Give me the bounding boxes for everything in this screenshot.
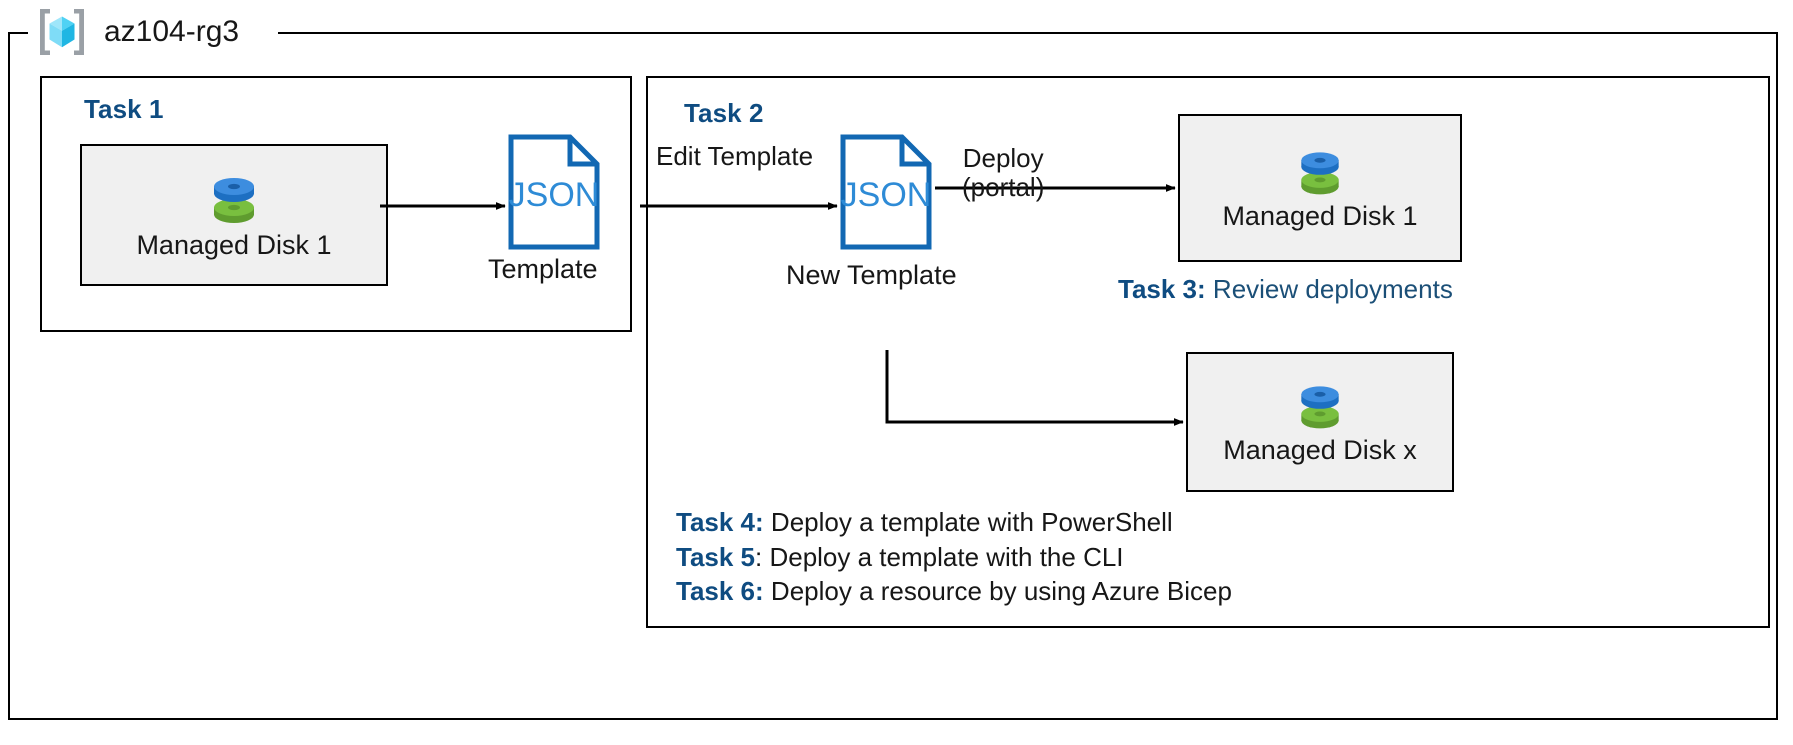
task-note-item: Task 6: Deploy a resource by using Azure… [676, 574, 1232, 609]
task-note-item: Task 4: Deploy a template with PowerShel… [676, 505, 1232, 540]
json-icon-text: JSON [841, 176, 932, 214]
task6-description: Deploy a resource by using Azure Bicep [770, 576, 1232, 607]
task2-new-template-caption: New Template [786, 260, 957, 290]
managed-disk-icon [1301, 152, 1339, 195]
bottom-strip [0, 737, 1793, 745]
resource-group-name: az104-rg3 [104, 15, 240, 48]
task3-note: Task 3: Review deployments [1118, 272, 1453, 307]
resource-group-container [8, 32, 1778, 720]
edge-label-deploy: Deploy (portal) [962, 143, 1045, 203]
task5-description: : Deploy a template with the CLI [755, 541, 1124, 572]
task4-description: Deploy a template with PowerShell [770, 507, 1173, 537]
resource-group-cube-icon [40, 9, 84, 55]
task-note-item: Task 5: Deploy a template with the CLI [676, 540, 1232, 575]
task2-deployed-disk-box: Managed Disk 1 [1178, 114, 1462, 262]
task2-panel [646, 76, 1770, 628]
json-icon-text: JSON [509, 176, 600, 214]
task2-deployed-disk-label: Managed Disk 1 [1222, 201, 1418, 232]
task2-scaled-disk-box: Managed Disk x [1186, 352, 1454, 492]
task2-scaled-disk-label: Managed Disk x [1223, 435, 1417, 466]
json-file-icon: JSON [508, 134, 600, 250]
task6-label: Task 6: [676, 576, 764, 607]
task1-managed-disk-box: Managed Disk 1 [80, 144, 388, 286]
task-notes-list: Task 4: Deploy a template with PowerShel… [676, 505, 1232, 609]
task5-label: Task 5 [676, 541, 756, 572]
task3-label: Task 3: [1118, 274, 1206, 304]
managed-disk-icon [1301, 386, 1339, 429]
task1-template-caption: Template [488, 254, 598, 284]
edge-label-deploy-line2: (portal) [962, 172, 1045, 203]
edge-label-deploy-line1: Deploy [962, 143, 1044, 173]
task1-heading: Task 1 [84, 94, 164, 124]
task2-heading: Task 2 [684, 98, 764, 128]
resource-group-header: az104-rg3 [34, 4, 239, 60]
json-file-icon: JSON [840, 134, 932, 250]
task4-label: Task 4: [676, 507, 764, 537]
task3-description: Review deployments [1212, 274, 1453, 304]
task1-panel [40, 76, 632, 332]
managed-disk-icon [214, 178, 254, 224]
edge-label-edit-template: Edit Template [656, 141, 814, 171]
task1-managed-disk-label: Managed Disk 1 [136, 230, 332, 261]
